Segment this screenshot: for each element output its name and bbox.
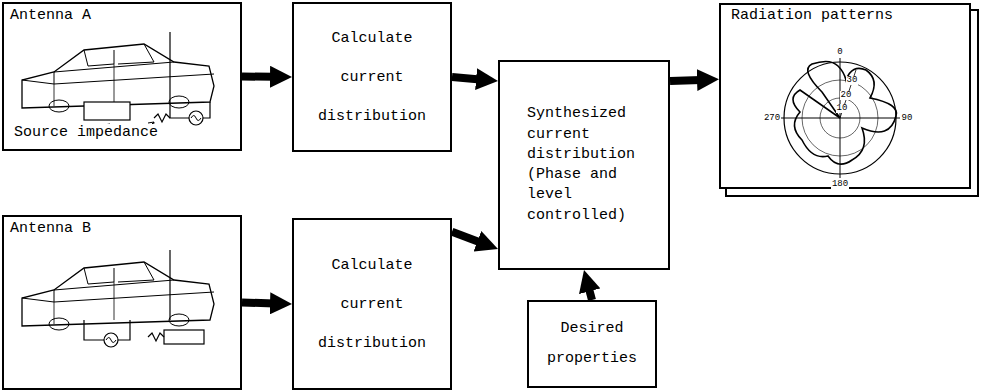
box-text: Desired properties	[542, 314, 642, 374]
box-text: Calculate current distribution	[313, 246, 431, 363]
car-figure	[22, 250, 214, 347]
axis-label: 0	[836, 48, 843, 57]
process-box: Calculate current distribution	[292, 2, 452, 152]
input-box: Desired properties	[527, 300, 657, 388]
flow-arrow	[242, 299, 274, 308]
axis-label: 180	[831, 180, 849, 189]
flow-arrow	[589, 287, 592, 300]
car-figure	[22, 32, 214, 134]
box-heading: Antenna A	[10, 7, 91, 26]
process-box: Calculate current distribution	[292, 218, 452, 390]
axis-label: 10	[836, 104, 849, 113]
box-heading: Radiation patterns	[731, 7, 893, 26]
flow-arrow	[670, 80, 701, 81]
axis-label: 20	[840, 91, 853, 100]
flow-arrow	[452, 77, 480, 79]
antenna-box: Antenna A Source impedance	[2, 2, 242, 151]
box-heading: Antenna B	[10, 220, 91, 239]
polar-plot	[780, 58, 900, 178]
process-box: Synthesized current distribution (Phase …	[498, 60, 670, 270]
flow-arrow	[242, 73, 274, 81]
axis-label: 90	[901, 114, 914, 123]
box-text: Calculate current distribution	[313, 19, 431, 136]
part-label: Source impedance	[14, 124, 158, 143]
axis-label: 270	[763, 114, 781, 123]
axis-label: 30	[846, 76, 859, 85]
box-text: Synthesized current distribution (Phase …	[527, 104, 641, 226]
flow-arrow	[452, 232, 481, 243]
antenna-box: Antenna B	[2, 215, 242, 390]
